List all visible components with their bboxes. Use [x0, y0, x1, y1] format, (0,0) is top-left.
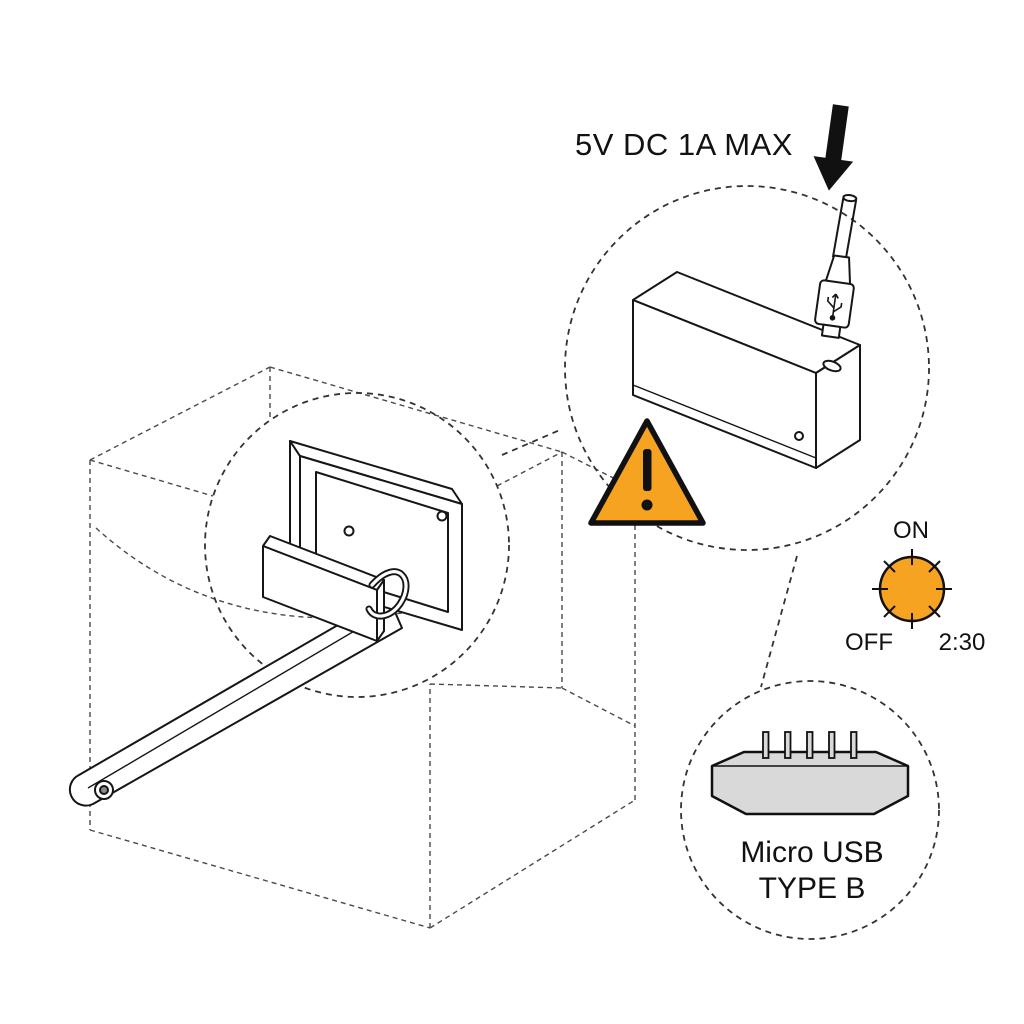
dial-off-label: OFF — [845, 629, 893, 656]
timer-dial: ON OFF 2:30 — [845, 517, 985, 656]
usb-plug — [814, 193, 858, 339]
screw-hole — [343, 525, 355, 537]
power-detail-circle — [564, 185, 930, 551]
plate-opening — [315, 471, 449, 613]
usb-pins — [762, 731, 858, 759]
power-rating-label: 5V DC 1A MAX — [575, 127, 793, 162]
cabinet-edge — [561, 451, 636, 490]
screw-hole — [436, 510, 448, 522]
usb-connector-detail: Micro USB TYPE B — [710, 731, 910, 905]
cable-end — [842, 193, 858, 203]
dial-ticks — [872, 549, 952, 629]
power-port — [822, 359, 842, 373]
usb-shell — [710, 750, 910, 816]
cable-line — [831, 197, 845, 258]
down-arrow-icon — [813, 104, 854, 191]
device-box-seam — [632, 384, 817, 459]
mount-assembly — [68, 440, 463, 807]
arrow-shape — [813, 104, 854, 191]
warning-icon — [588, 418, 706, 526]
usb-detail-circle — [680, 680, 940, 940]
usb-label-line2: TYPE B — [759, 872, 866, 905]
rail-mid-line — [87, 609, 391, 789]
device-box-side — [815, 344, 861, 469]
plug-tip — [820, 323, 842, 339]
exclamation-bar — [643, 449, 652, 491]
cable-loop-core — [367, 570, 408, 618]
device-button — [794, 431, 804, 441]
cabinet-edge — [429, 799, 636, 929]
leader-line — [760, 555, 798, 688]
cabinet-edge — [561, 687, 636, 727]
cabinet-edge — [269, 366, 563, 453]
dial-on-label: ON — [893, 517, 929, 544]
cable-line — [844, 199, 858, 260]
cabinet-edge — [89, 366, 271, 461]
cabinet-edge — [89, 459, 214, 497]
cabinet-edge — [496, 451, 563, 487]
cabinet-edge — [429, 683, 563, 689]
battery-box-side — [376, 579, 385, 642]
usb-label-line1: Micro USB — [740, 836, 883, 869]
dial-time-label: 2:30 — [939, 629, 986, 656]
power-assembly — [632, 193, 861, 469]
usb-trident-icon — [826, 293, 843, 321]
mount-detail-circle — [204, 392, 510, 698]
rail-bolt-center — [99, 785, 109, 795]
callout-circles — [204, 185, 940, 940]
cabinet-edge — [89, 829, 431, 929]
exclamation-dot — [641, 499, 653, 511]
